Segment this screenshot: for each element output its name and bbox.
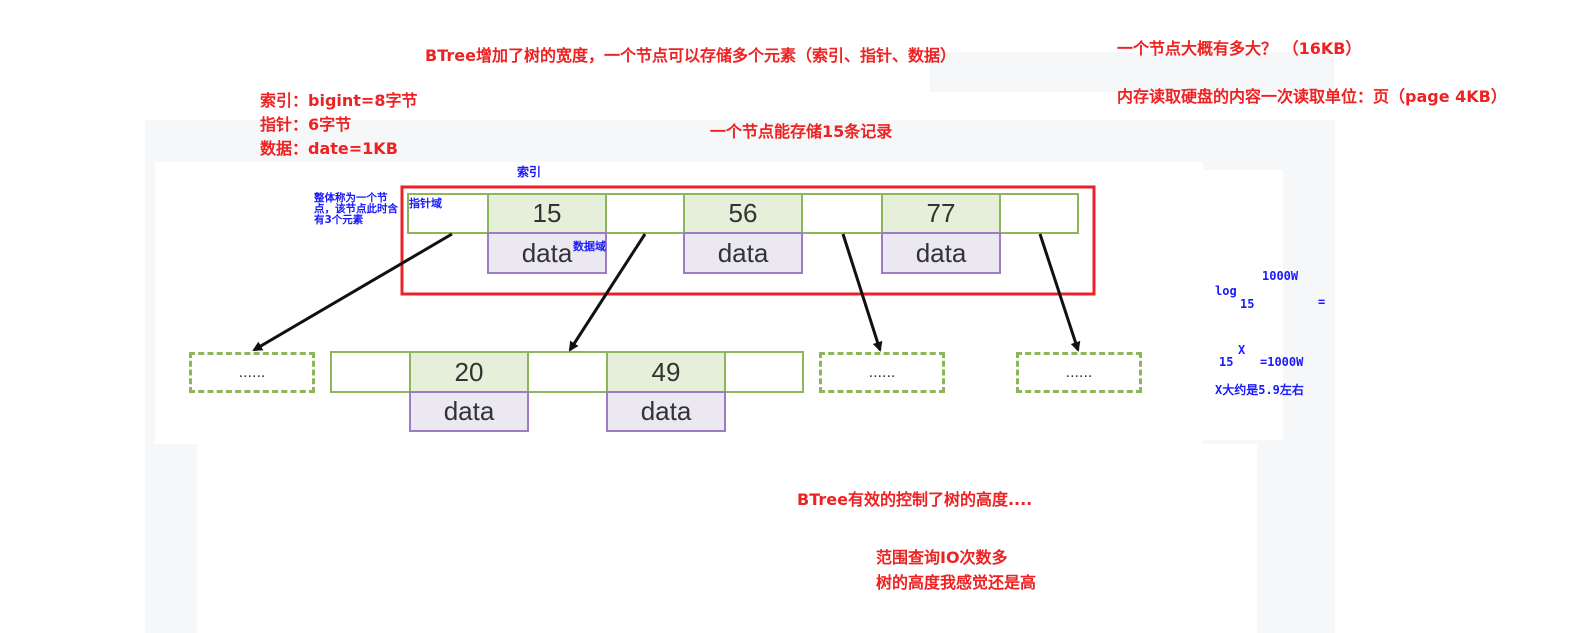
child-data-cell-1: data <box>409 391 529 432</box>
root-pointer-cell-2 <box>605 193 685 234</box>
note-node-records: 一个节点能存储15条记录 <box>710 122 893 141</box>
root-data-cell-1: data <box>487 232 607 274</box>
child-key-cell-2: 49 <box>606 351 726 393</box>
note-node-size: 一个节点大概有多大？ （16KB） <box>1117 39 1362 58</box>
notes-canvas <box>197 444 1257 633</box>
placeholder-node-2: ...... <box>819 352 945 393</box>
note-data-size: 数据：date=1KB <box>260 139 398 158</box>
root-data-cell-3: data <box>881 232 1001 274</box>
note-index-size: 索引：bigint=8字节 <box>260 91 418 110</box>
formula-equals: = <box>1318 295 1326 309</box>
formula-canvas <box>1203 170 1283 440</box>
child-pointer-cell-3 <box>724 351 804 393</box>
root-data-cell-2: data <box>683 232 803 274</box>
note-page-unit: 内存读取硬盘的内容一次读取单位：页（page 4KB） <box>1117 87 1507 106</box>
background-panel-top <box>930 52 1334 92</box>
child-data-cell-2: data <box>606 391 726 432</box>
root-key-cell-2: 56 <box>683 193 803 234</box>
formula-pow-exp: X <box>1238 343 1246 357</box>
formula-pow-base: 15 <box>1219 355 1234 369</box>
index-label-underline <box>510 184 590 186</box>
root-pointer-cell-3 <box>801 193 883 234</box>
index-label: 索引 <box>517 165 542 179</box>
formula-log-arg: 1000W <box>1262 269 1299 283</box>
data-field-label: 数据域 <box>573 240 606 253</box>
pointer-field-label: 指针域 <box>409 197 442 210</box>
root-key-cell-1: 15 <box>487 193 607 234</box>
note-height-feel: 树的高度我感觉还是高 <box>876 573 1037 592</box>
child-pointer-cell-2 <box>527 351 608 393</box>
note-btree-width: BTree增加了树的宽度，一个节点可以存储多个元素（索引、指针、数据） <box>425 46 956 65</box>
note-range-io: 范围查询IO次数多 <box>876 548 1008 567</box>
placeholder-node-1: ...... <box>189 352 315 393</box>
formula-pow-rhs: =1000W <box>1260 355 1304 369</box>
whole-node-label: 整体称为一个节点，该节点此时含有3个元素 <box>314 192 398 226</box>
child-pointer-cell-1 <box>330 351 411 393</box>
formula-result: X大约是5.9左右 <box>1215 383 1304 397</box>
placeholder-node-3: ...... <box>1016 352 1142 393</box>
child-key-cell-1: 20 <box>409 351 529 393</box>
root-pointer-cell-4 <box>999 193 1079 234</box>
formula-log: log <box>1215 284 1237 298</box>
note-height-control: BTree有效的控制了树的高度.... <box>797 490 1033 509</box>
formula-log-base: 15 <box>1240 297 1255 311</box>
root-key-cell-3: 77 <box>881 193 1001 234</box>
note-pointer-size: 指针：6字节 <box>260 115 352 134</box>
